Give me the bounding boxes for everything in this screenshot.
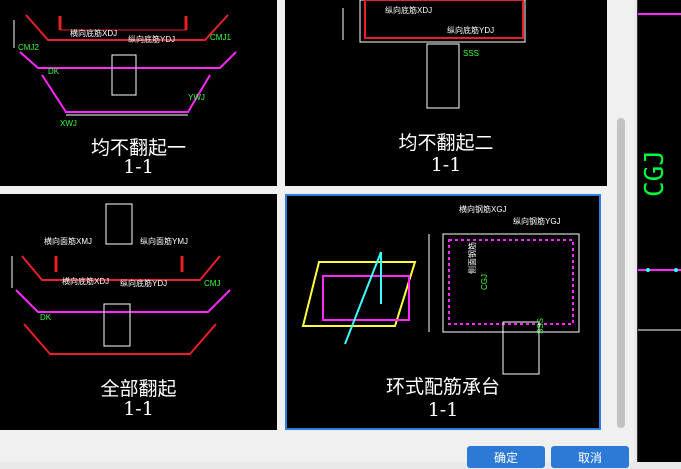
tile-4-section: 1-1 bbox=[427, 399, 459, 421]
svg-text:YWJ: YWJ bbox=[188, 93, 205, 102]
scrollbar-thumb[interactable] bbox=[617, 118, 625, 428]
vertical-scrollbar[interactable] bbox=[613, 0, 629, 430]
tile-3-drawing: 横向面筋XMJ 纵向面筋YMJ 横向底筋XDJ 纵向底筋YDJ CMJ DK bbox=[11, 203, 231, 355]
svg-text:纵向钢筋YGJ: 纵向钢筋YGJ bbox=[513, 216, 561, 226]
svg-text:CMJ: CMJ bbox=[204, 279, 220, 288]
tile-1-section: 1-1 bbox=[123, 156, 154, 178]
cancel-button[interactable]: 取消 bbox=[551, 446, 629, 468]
svg-text:SSS: SSS bbox=[463, 49, 479, 58]
svg-text:横向面筋XMJ: 横向面筋XMJ bbox=[44, 236, 92, 246]
rebar-style-dialog: 横向底筋XDJ 纵向底筋YDJ CMJ2 CMJ1 DK XWJ YWJ 均不翻… bbox=[0, 0, 629, 468]
svg-text:纵向底筋YDJ: 纵向底筋YDJ bbox=[447, 25, 494, 35]
tile-1-drawing: 横向底筋XDJ 纵向底筋YDJ CMJ2 CMJ1 DK XWJ YWJ bbox=[13, 14, 237, 128]
svg-text:横向底筋XDJ: 横向底筋XDJ bbox=[62, 276, 109, 286]
ok-button[interactable]: 确定 bbox=[467, 446, 545, 468]
background-drawing bbox=[638, 13, 681, 331]
side-cgj-label: CGJ bbox=[640, 150, 670, 197]
svg-text:纵向面筋YMJ: 纵向面筋YMJ bbox=[140, 236, 188, 246]
svg-text:DK: DK bbox=[40, 313, 52, 322]
svg-text:纵向底筋XDJ: 纵向底筋XDJ bbox=[385, 5, 432, 15]
svg-text:XWJ: XWJ bbox=[60, 119, 77, 128]
tile-2-title: 均不翻起二 bbox=[398, 132, 494, 154]
svg-text:CGJ: CGJ bbox=[480, 274, 489, 290]
svg-text:SSS: SSS bbox=[536, 318, 545, 334]
background-drawing-panel bbox=[637, 0, 681, 462]
tile-2-section: 1-1 bbox=[430, 154, 462, 176]
tile-3-section: 1-1 bbox=[123, 398, 154, 420]
tile-1-title: 均不翻起一 bbox=[90, 137, 186, 159]
tile-4-drawing: 横向钢筋XGJ 纵向钢筋YGJ 侧面钢筋 CGJ SSS bbox=[301, 204, 580, 375]
tile-4-title: 环式配筋承台 bbox=[385, 376, 500, 398]
option-tile-1[interactable]: 横向底筋XDJ 纵向底筋YDJ CMJ2 CMJ1 DK XWJ YWJ 均不翻… bbox=[0, 0, 277, 186]
option-tile-3[interactable]: 横向面筋XMJ 纵向面筋YMJ 横向底筋XDJ 纵向底筋YDJ CMJ DK 全… bbox=[0, 194, 277, 430]
tile-3-title: 全部翻起 bbox=[100, 378, 177, 400]
tile-2-drawing: 纵向底筋XDJ 纵向底筋YDJ SSS bbox=[342, 0, 526, 109]
svg-text:纵向底筋YDJ: 纵向底筋YDJ bbox=[128, 34, 175, 44]
svg-text:横向底筋XDJ: 横向底筋XDJ bbox=[70, 28, 117, 38]
svg-text:横向钢筋XGJ: 横向钢筋XGJ bbox=[459, 204, 507, 214]
svg-text:CMJ1: CMJ1 bbox=[210, 33, 231, 42]
svg-text:DK: DK bbox=[48, 67, 60, 76]
option-tile-2[interactable]: 纵向底筋XDJ 纵向底筋YDJ SSS 均不翻起二 1-1 bbox=[285, 0, 607, 186]
svg-text:侧面钢筋: 侧面钢筋 bbox=[467, 242, 477, 274]
option-tile-4[interactable]: 横向钢筋XGJ 纵向钢筋YGJ 侧面钢筋 CGJ SSS 环式配筋承台 1-1 bbox=[285, 194, 601, 430]
svg-text:CMJ2: CMJ2 bbox=[18, 43, 39, 52]
svg-text:纵向底筋YDJ: 纵向底筋YDJ bbox=[120, 278, 167, 288]
